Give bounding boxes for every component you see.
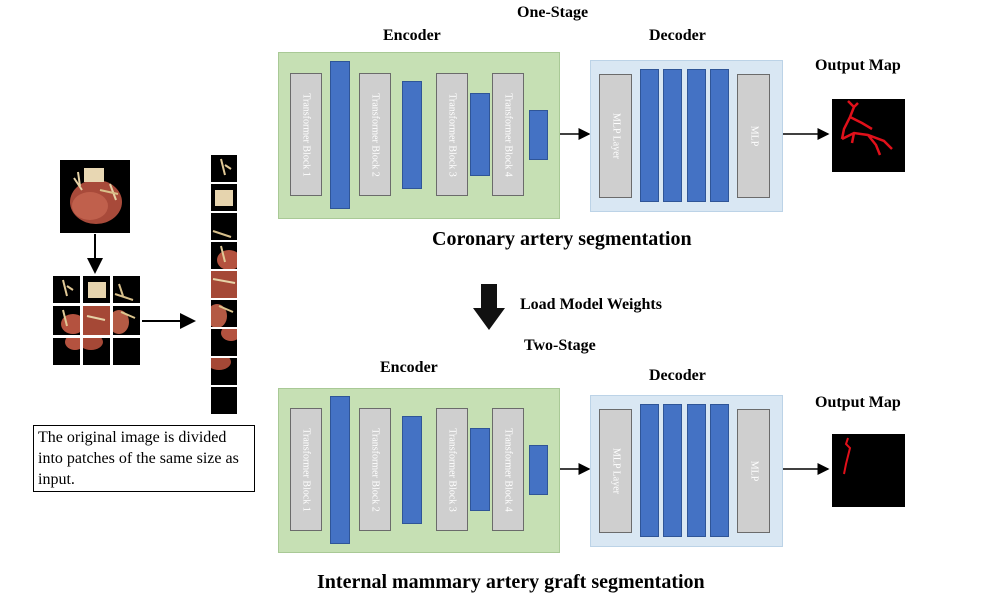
grid-patch [53, 338, 80, 365]
top-decoder-feature-2 [663, 69, 682, 202]
top-transformer-block-4: Transformer Block 4 [492, 73, 524, 196]
bottom-mlp-layer: MLP Layer [599, 409, 632, 533]
sequence-patch [211, 358, 237, 385]
bottom-output-map [832, 434, 905, 507]
top-encoder-label: Encoder [383, 27, 441, 44]
grid-patch [53, 276, 80, 303]
sequence-patch [211, 387, 237, 414]
bottom-transformer-block-4: Transformer Block 4 [492, 408, 524, 531]
grid-patch [83, 306, 110, 335]
top-stage-label: One-Stage [517, 4, 589, 21]
bottom-decoder-label: Decoder [649, 367, 706, 384]
top-transformer-block-2: Transformer Block 2 [359, 73, 391, 196]
top-decoder-feature-4 [710, 69, 729, 202]
bottom-feature-map-4 [529, 445, 548, 495]
top-feature-map-3 [470, 93, 490, 176]
heart-render-icon [70, 168, 122, 224]
grid-patch [113, 338, 140, 365]
bottom-feature-map-2 [402, 416, 422, 524]
top-decoder-feature-3 [687, 69, 706, 202]
load-weights-label: Load Model Weights [520, 296, 662, 313]
top-decoder-label: Decoder [649, 27, 706, 44]
sequence-patch [211, 329, 237, 356]
sequence-patch [211, 300, 237, 327]
bottom-decoder-feature-4 [710, 404, 729, 537]
input-note: The original image is divided into patch… [33, 425, 255, 492]
original-image [60, 160, 130, 233]
graft-vessel-mask [843, 437, 852, 475]
bottom-transformer-block-3: Transformer Block 3 [436, 408, 468, 531]
bottom-decoder-feature-1 [640, 404, 659, 537]
grid-patch [53, 306, 80, 335]
sequence-patch [211, 155, 237, 182]
top-transformer-block-1: Transformer Block 1 [290, 73, 322, 196]
top-feature-map-2 [402, 81, 422, 189]
bottom-mlp: MLP [737, 409, 770, 533]
sequence-patch [211, 271, 237, 298]
bottom-encoder-label: Encoder [380, 359, 438, 376]
top-output-label: Output Map [815, 57, 901, 74]
top-transformer-block-3: Transformer Block 3 [436, 73, 468, 196]
bottom-transformer-block-2: Transformer Block 2 [359, 408, 391, 531]
patch-sequence [211, 155, 237, 415]
top-mlp-layer: MLP Layer [599, 74, 632, 198]
grid-patch [83, 338, 110, 365]
grid-patch [113, 306, 140, 335]
coronary-vessel-mask [840, 100, 893, 156]
patch-grid [53, 276, 141, 366]
load-weights-arrow [473, 284, 505, 330]
bottom-task-title: Internal mammary artery graft segmentati… [317, 571, 705, 593]
top-feature-map-4 [529, 110, 548, 160]
bottom-decoder-feature-3 [687, 404, 706, 537]
top-feature-map-1 [330, 61, 350, 209]
sequence-patch [211, 242, 237, 269]
bottom-decoder-feature-2 [663, 404, 682, 537]
bottom-stage-label: Two-Stage [524, 337, 596, 354]
bottom-transformer-block-1: Transformer Block 1 [290, 408, 322, 531]
top-output-map [832, 99, 905, 172]
bottom-output-label: Output Map [815, 394, 901, 411]
sequence-patch [211, 184, 237, 211]
bottom-feature-map-1 [330, 396, 350, 544]
top-mlp: MLP [737, 74, 770, 198]
bottom-feature-map-3 [470, 428, 490, 511]
grid-patch [113, 276, 140, 303]
top-task-title: Coronary artery segmentation [432, 228, 692, 250]
grid-patch [83, 276, 110, 303]
sequence-patch [211, 213, 237, 240]
top-decoder-feature-1 [640, 69, 659, 202]
